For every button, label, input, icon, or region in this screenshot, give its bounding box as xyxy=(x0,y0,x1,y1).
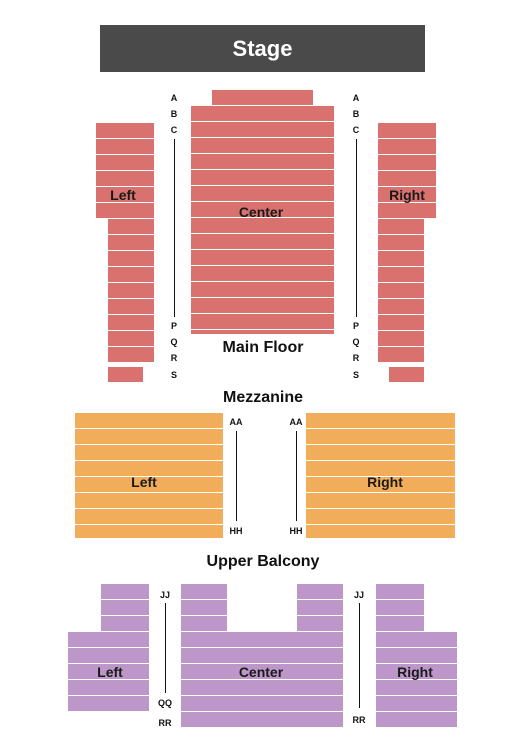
main-left-label: Left xyxy=(110,187,136,203)
upper-center-section-top-right[interactable] xyxy=(297,584,343,632)
main-right-section-last-row[interactable] xyxy=(389,367,424,383)
upper-left-row-qq: QQ xyxy=(157,698,173,708)
upper-center-label: Center xyxy=(238,664,284,680)
main-right-row-s: S xyxy=(352,370,360,380)
main-right-row-r: R xyxy=(352,353,360,363)
upper-right-row-rr: RR xyxy=(352,715,366,725)
main-right-section[interactable] xyxy=(378,123,436,219)
upper-right-aisle-line xyxy=(359,603,360,708)
main-left-section-lower[interactable] xyxy=(108,219,154,363)
main-right-row-q: Q xyxy=(352,337,360,347)
mezz-left-aisle-line xyxy=(236,431,237,521)
main-left-row-q: Q xyxy=(170,337,178,347)
main-left-row-s: S xyxy=(170,370,178,380)
upper-right-label: Right xyxy=(397,664,433,680)
mezz-right-row-hh: HH xyxy=(289,526,303,536)
upper-left-label: Left xyxy=(97,664,123,680)
main-left-section-last-row[interactable] xyxy=(108,367,143,383)
mezz-right-row-aa: AA xyxy=(289,417,303,427)
mezzanine-label: Mezzanine xyxy=(222,389,304,406)
main-right-row-a: A xyxy=(352,93,360,103)
mezz-left-section[interactable] xyxy=(75,413,223,538)
stage: Stage xyxy=(100,25,425,72)
main-left-row-b: B xyxy=(170,109,178,119)
main-right-label: Right xyxy=(389,187,425,203)
upper-center-section[interactable] xyxy=(181,632,343,728)
mezz-right-aisle-line xyxy=(296,431,297,521)
upper-left-section[interactable] xyxy=(68,632,149,712)
upper-left-aisle-line xyxy=(165,603,166,693)
upper-right-section[interactable] xyxy=(376,632,457,728)
main-left-section[interactable] xyxy=(96,123,154,219)
main-center-section[interactable] xyxy=(191,106,334,334)
upper-left-row-rr: RR xyxy=(158,718,172,728)
main-center-front-rows[interactable] xyxy=(212,90,313,106)
main-right-section-lower[interactable] xyxy=(378,219,424,363)
mezz-right-section[interactable] xyxy=(306,413,455,538)
main-right-row-b: B xyxy=(352,109,360,119)
main-left-row-p: P xyxy=(170,321,178,331)
mezz-right-label: Right xyxy=(367,474,403,490)
upper-left-section-top[interactable] xyxy=(101,584,149,632)
main-left-row-c: C xyxy=(170,125,178,135)
main-left-aisle-line xyxy=(174,139,175,317)
upper-right-row-jj: JJ xyxy=(353,590,365,600)
main-left-row-a: A xyxy=(170,93,178,103)
mezz-left-row-hh: HH xyxy=(229,526,243,536)
main-right-row-c: C xyxy=(352,125,360,135)
main-right-aisle-line xyxy=(356,139,357,317)
mezz-left-label: Left xyxy=(131,474,157,490)
main-left-row-r: R xyxy=(170,353,178,363)
upper-balcony-label: Upper Balcony xyxy=(206,553,320,570)
main-center-label: Center xyxy=(238,204,284,220)
upper-center-section-top-left[interactable] xyxy=(181,584,227,632)
main-floor-label: Main Floor xyxy=(222,339,304,356)
upper-right-section-top[interactable] xyxy=(376,584,424,632)
main-right-row-p: P xyxy=(352,321,360,331)
upper-left-row-jj: JJ xyxy=(159,590,171,600)
mezz-left-row-aa: AA xyxy=(229,417,243,427)
